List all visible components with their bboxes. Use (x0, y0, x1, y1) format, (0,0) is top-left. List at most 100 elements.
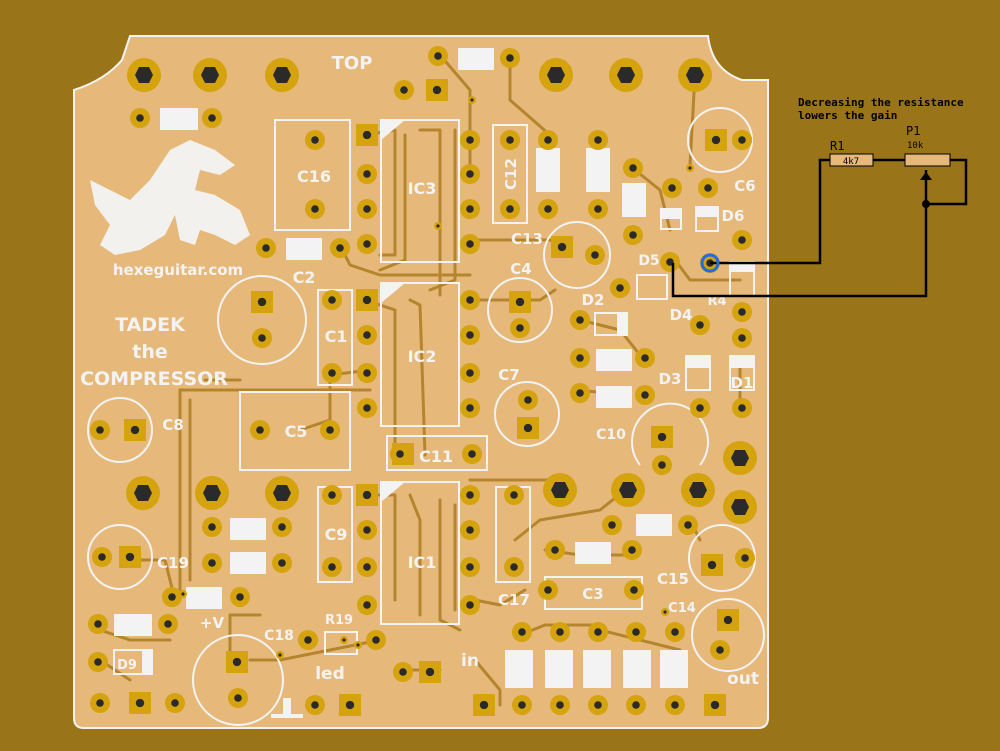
label-r20: R20 (190, 593, 218, 608)
pad-hole (136, 114, 144, 122)
pad-hole (425, 667, 435, 677)
pad-hole (400, 86, 408, 94)
label-c11: C11 (419, 447, 453, 466)
label-r12: R12 (592, 160, 607, 188)
label-c5: C5 (285, 422, 308, 441)
pad-hole (258, 334, 266, 342)
label-r7: R7 (628, 194, 643, 213)
pad-hole (466, 491, 474, 499)
pad-hole (510, 491, 518, 499)
label-c16: C16 (297, 167, 331, 186)
pad-hole (168, 593, 176, 601)
pad-hole (94, 620, 102, 628)
pad-hole (328, 563, 336, 571)
pad-hole (523, 423, 533, 433)
pad-hole (630, 586, 638, 594)
pad-hole (594, 136, 602, 144)
pad-hole (506, 205, 514, 213)
label-d4: D4 (670, 306, 693, 324)
pad-hole (466, 404, 474, 412)
label-c10: C10 (596, 427, 626, 443)
pad-hole (684, 521, 692, 529)
pad-hole (641, 391, 649, 399)
pad-hole (641, 354, 649, 362)
label-c13: C13 (511, 230, 543, 248)
annotation: Decreasing the resistance lowers the gai… (798, 96, 964, 167)
label-c4: C4 (510, 260, 531, 278)
label-d6: D6 (722, 207, 745, 225)
pad-hole (396, 450, 404, 458)
label-r19: R19 (325, 613, 353, 628)
label-c8: C8 (162, 416, 183, 434)
label-ic3: IC3 (408, 179, 437, 198)
pad-hole (671, 628, 679, 636)
label-r14: R14 (640, 520, 668, 535)
pad-hole (363, 563, 371, 571)
label-c12: C12 (502, 158, 520, 190)
mounting-hole (273, 485, 291, 501)
label-c14: C14 (668, 601, 696, 616)
pad-hole (632, 628, 640, 636)
pad-hole (576, 316, 584, 324)
pad-hole (363, 404, 371, 412)
label-c6: C6 (734, 177, 755, 195)
pad-hole (311, 701, 319, 709)
board-title-line2: the (132, 341, 168, 363)
label-r2: R2 (549, 659, 564, 678)
label-r11: R11 (462, 53, 490, 68)
pad-hole (657, 432, 667, 442)
pad-hole (466, 205, 474, 213)
label-c15: C15 (657, 570, 689, 588)
label-c9: C9 (325, 525, 348, 544)
pad-hole (696, 404, 704, 412)
pad-hole (262, 244, 270, 252)
pad-hole (524, 396, 532, 404)
pad-hole (434, 52, 442, 60)
pad-hole (557, 242, 567, 252)
pad-hole (96, 426, 104, 434)
pad-hole (738, 308, 746, 316)
label-in: in (461, 651, 479, 671)
pad-hole (506, 54, 514, 62)
pad-hole (304, 636, 312, 644)
annotation-note-line2: lowers the gain (798, 109, 897, 122)
pad-hole (328, 369, 336, 377)
pad-hole (94, 658, 102, 666)
pad-hole (311, 205, 319, 213)
pad-hole (556, 628, 564, 636)
pad-hole (466, 369, 474, 377)
pad-hole (466, 240, 474, 248)
pad-hole (544, 205, 552, 213)
label-ic1: IC1 (408, 553, 437, 572)
pad-hole (362, 490, 372, 500)
pad-hole (328, 296, 336, 304)
pad-hole (278, 559, 286, 567)
pad-hole (616, 284, 624, 292)
pad-hole (516, 324, 524, 332)
label-r5: R5 (509, 659, 524, 678)
pad-hole (594, 205, 602, 213)
label-r9: R9 (604, 392, 623, 407)
pad-hole (544, 586, 552, 594)
pad-hole (130, 425, 140, 435)
board-title-line1: TADEK (115, 314, 186, 336)
pad-hole (372, 636, 380, 644)
via-hole (663, 610, 667, 614)
mounting-hole (203, 485, 221, 501)
annotation-note-line1: Decreasing the resistance (798, 96, 964, 109)
pad-hole (738, 236, 746, 244)
via-hole (688, 166, 692, 170)
external-wiring (671, 158, 968, 298)
pad-hole (710, 700, 720, 710)
mounting-hole (134, 485, 152, 501)
pad-hole (208, 114, 216, 122)
pad-hole (544, 136, 552, 144)
label-r13: R13 (627, 655, 642, 683)
label-r6: R6 (238, 524, 257, 539)
pad-hole (336, 244, 344, 252)
p1-potentiometer-symbol (904, 153, 951, 167)
mounting-hole (686, 67, 704, 83)
pad-hole (234, 694, 242, 702)
pad-hole (738, 404, 746, 412)
